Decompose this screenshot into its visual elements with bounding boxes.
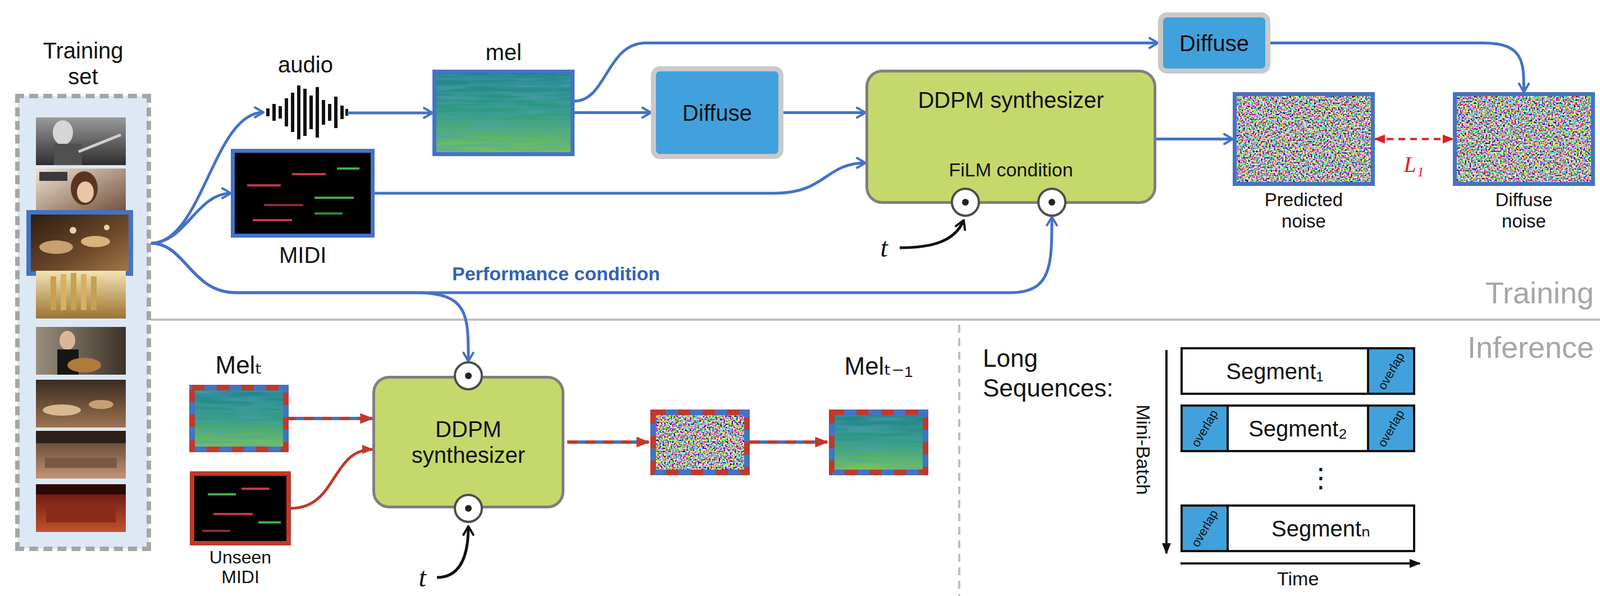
mel-spectrogram: mel [432,69,575,157]
connector-line [151,216,1052,293]
section-label: Training [1485,275,1594,311]
noise-image: Predicted noise [1232,92,1375,186]
node-label: mel [485,39,522,66]
connector-line [151,193,231,244]
connector-line [574,111,651,115]
synthesizer-box: DDPM synthesizer [372,375,565,509]
timestep-label: t [418,563,427,591]
connector [1374,138,1453,140]
section-divider [151,319,1600,596]
mel-spectrogram: Melₜ [192,387,286,450]
connector [285,418,373,419]
node-label: Training set [32,37,134,90]
loss-label: L₁ [1404,151,1425,178]
connector [151,216,1052,293]
node-label: Unseen MIDI [192,547,289,587]
overlap-label: overlap [1188,407,1221,450]
section-label: Inference [1467,329,1594,365]
node-label: MIDI [279,242,327,268]
synthesizer-box: DDPM synthesizerFiLM condition [865,69,1157,204]
mel-spectrogram: Melₜ₋₁ [831,412,926,473]
overlap-label: overlap [1188,507,1221,550]
audio-icon: audio [263,84,348,141]
diffuse-box: Diffuse [1158,12,1271,74]
section-heading: Long Sequences: [982,343,1124,404]
node-label: DDPM synthesizer [917,87,1104,113]
noise-image [1232,92,1595,186]
node-label: Predicted noise [1256,189,1352,232]
node-label: audio [277,51,334,78]
connector-line [290,449,373,509]
timestep-arrow [436,220,964,578]
connector-line [1156,137,1233,141]
timestep-label: t [880,234,888,262]
connector [783,112,866,113]
connector [1270,43,1525,93]
segment-box: Segmentₙ overlap [1180,504,1416,553]
node-label: Segmentₙ [1271,515,1371,542]
node-label: Segment₁ [1225,358,1324,385]
node-label: Diffuse [682,99,752,126]
connector [574,112,651,113]
ellipsis-mark: ⋮ [1307,464,1335,492]
midi-roll: Unseen MIDI [189,471,291,546]
connector [151,193,231,244]
connector-line [783,111,866,115]
overlap-label: overlap [1374,349,1408,392]
overlap-region: overlap [1182,506,1229,550]
connector-line [1374,138,1453,141]
node-label: Melₜ [215,351,263,380]
connector-line [151,112,264,244]
node-label: Melₜ₋₁ [844,352,914,381]
mel-image [432,69,575,157]
connector [151,112,264,244]
midi-roll: MIDI [230,148,375,238]
connector [374,162,866,194]
node-label: DDPM synthesizer [395,416,542,468]
midi-image [230,148,375,238]
node-label: Segment₂ [1248,415,1348,442]
connector-line [1270,43,1525,93]
dataset-thumbnails [17,96,149,549]
waveform-icon [266,85,349,140]
segment-box: Segment₁ overlap [1180,347,1416,395]
overlap-region: overlap [1182,406,1229,450]
segment-box: Segment₂ overlap overlap [1180,404,1416,453]
axis-label: Time [1277,568,1319,588]
dataset-panel: Training set [15,93,152,551]
condition-label: Performance condition [452,262,660,285]
node-label: Diffuse noise [1476,189,1572,232]
film-symbol [454,188,1066,522]
node-label: Diffuse [1179,30,1249,57]
inference-arrows [567,441,828,443]
connector-line [374,162,866,194]
node-label: FiLM condition [948,158,1073,181]
connector [290,449,373,509]
overlap-label: overlap [1374,407,1408,450]
connector-line [285,416,373,421]
connector-line [347,111,433,115]
overlap-region: overlap [1366,349,1413,393]
noise-image: Diffuse noise [1452,92,1595,186]
connector [1156,138,1233,140]
diffuse-box: Diffuse [650,66,784,159]
connector-line [285,416,373,421]
axis-label: Mini-Batch [1131,404,1154,495]
overlap-region: overlap [1366,406,1413,450]
connector [347,112,433,114]
